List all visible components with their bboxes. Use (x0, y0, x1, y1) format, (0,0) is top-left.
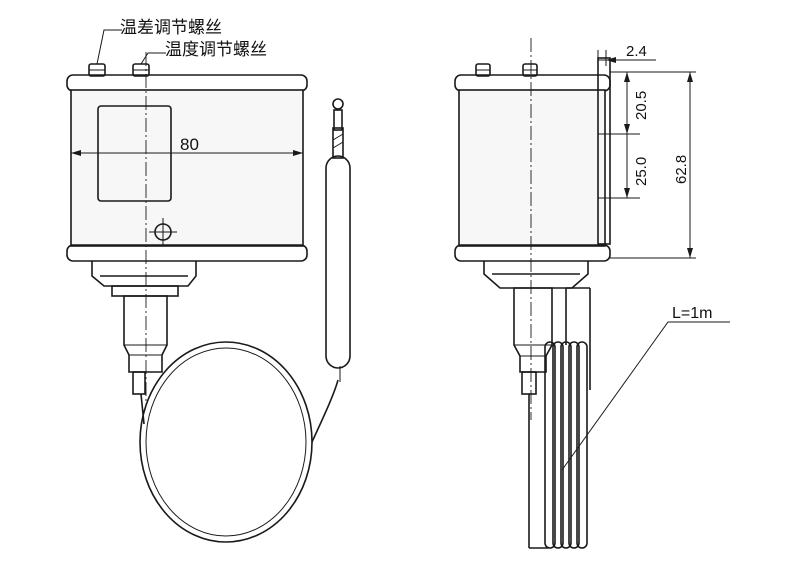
label-capillary-length: L=1m (672, 305, 712, 322)
length-leader (561, 321, 730, 471)
dim-lower-span-value: 25.0 (633, 157, 650, 186)
front-capillary-loop (139, 341, 313, 543)
front-capillary (140, 379, 339, 443)
side-housing (458, 89, 606, 247)
label-diff-screw: 温差调节螺丝 (120, 18, 222, 38)
front-bottom-cap (66, 244, 308, 262)
front-housing (70, 89, 304, 247)
side-top-cap (454, 74, 611, 92)
front-width-dimension (71, 150, 303, 156)
dim-offset-value: 2.4 (626, 43, 647, 60)
label-temp-screw: 温度调节螺丝 (165, 40, 267, 60)
front-sensing-bulb (325, 98, 351, 369)
side-height-dimensions (597, 50, 696, 259)
dim-width-value: 80 (180, 135, 199, 154)
screw-leader-lines (96, 29, 166, 65)
side-stem (513, 287, 553, 373)
side-bottom-cap (454, 244, 611, 262)
side-capillary-coil (528, 341, 588, 549)
front-knob-symbol (149, 218, 177, 246)
side-view: L=1m 2.4 20.5 25.0 62 (454, 38, 730, 549)
dim-total-height-value: 62.8 (673, 155, 690, 184)
side-screws (475, 63, 538, 77)
front-neck (91, 261, 197, 287)
side-mount-plate (597, 57, 611, 245)
front-top-cap (66, 74, 308, 92)
front-stem (123, 295, 168, 373)
front-view: 80 温差调节螺丝 温度调节螺丝 (66, 18, 351, 543)
dim-upper-span-value: 20.5 (633, 91, 650, 120)
